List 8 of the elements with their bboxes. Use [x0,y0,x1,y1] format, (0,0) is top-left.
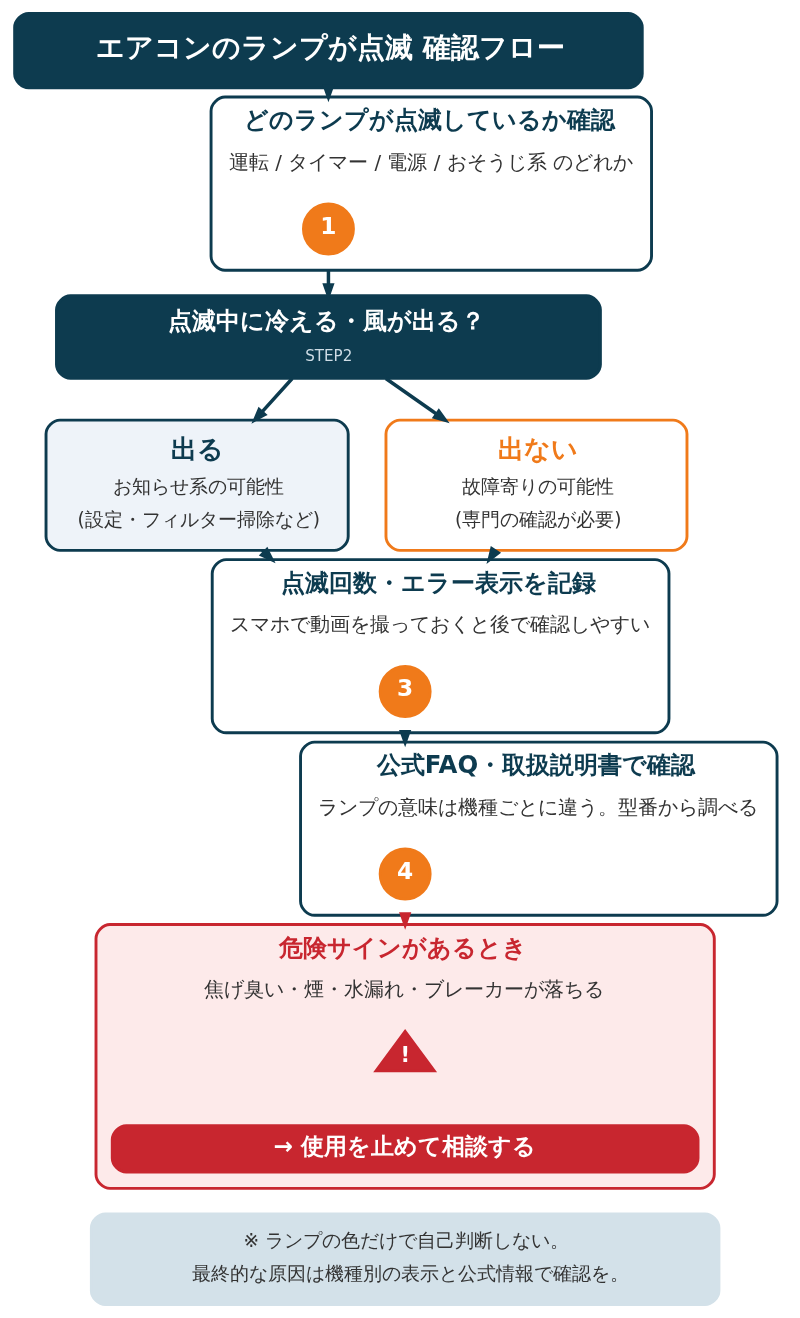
node-box: 点滅中に冷える・風が出る？ STEP2 [54,294,602,380]
arrow [250,377,293,424]
node-circle: 1 [301,202,355,256]
node-circle: 3 [378,665,432,718]
node-box: → 使用を止めて相談する [110,1124,699,1174]
arrow [384,377,450,424]
node-circle: 4 [378,847,432,901]
node-box: ※ ランプの色だけで自己判断しない。 最終的な原因は機種別の表示と公式情報で確認を。 [89,1212,720,1307]
